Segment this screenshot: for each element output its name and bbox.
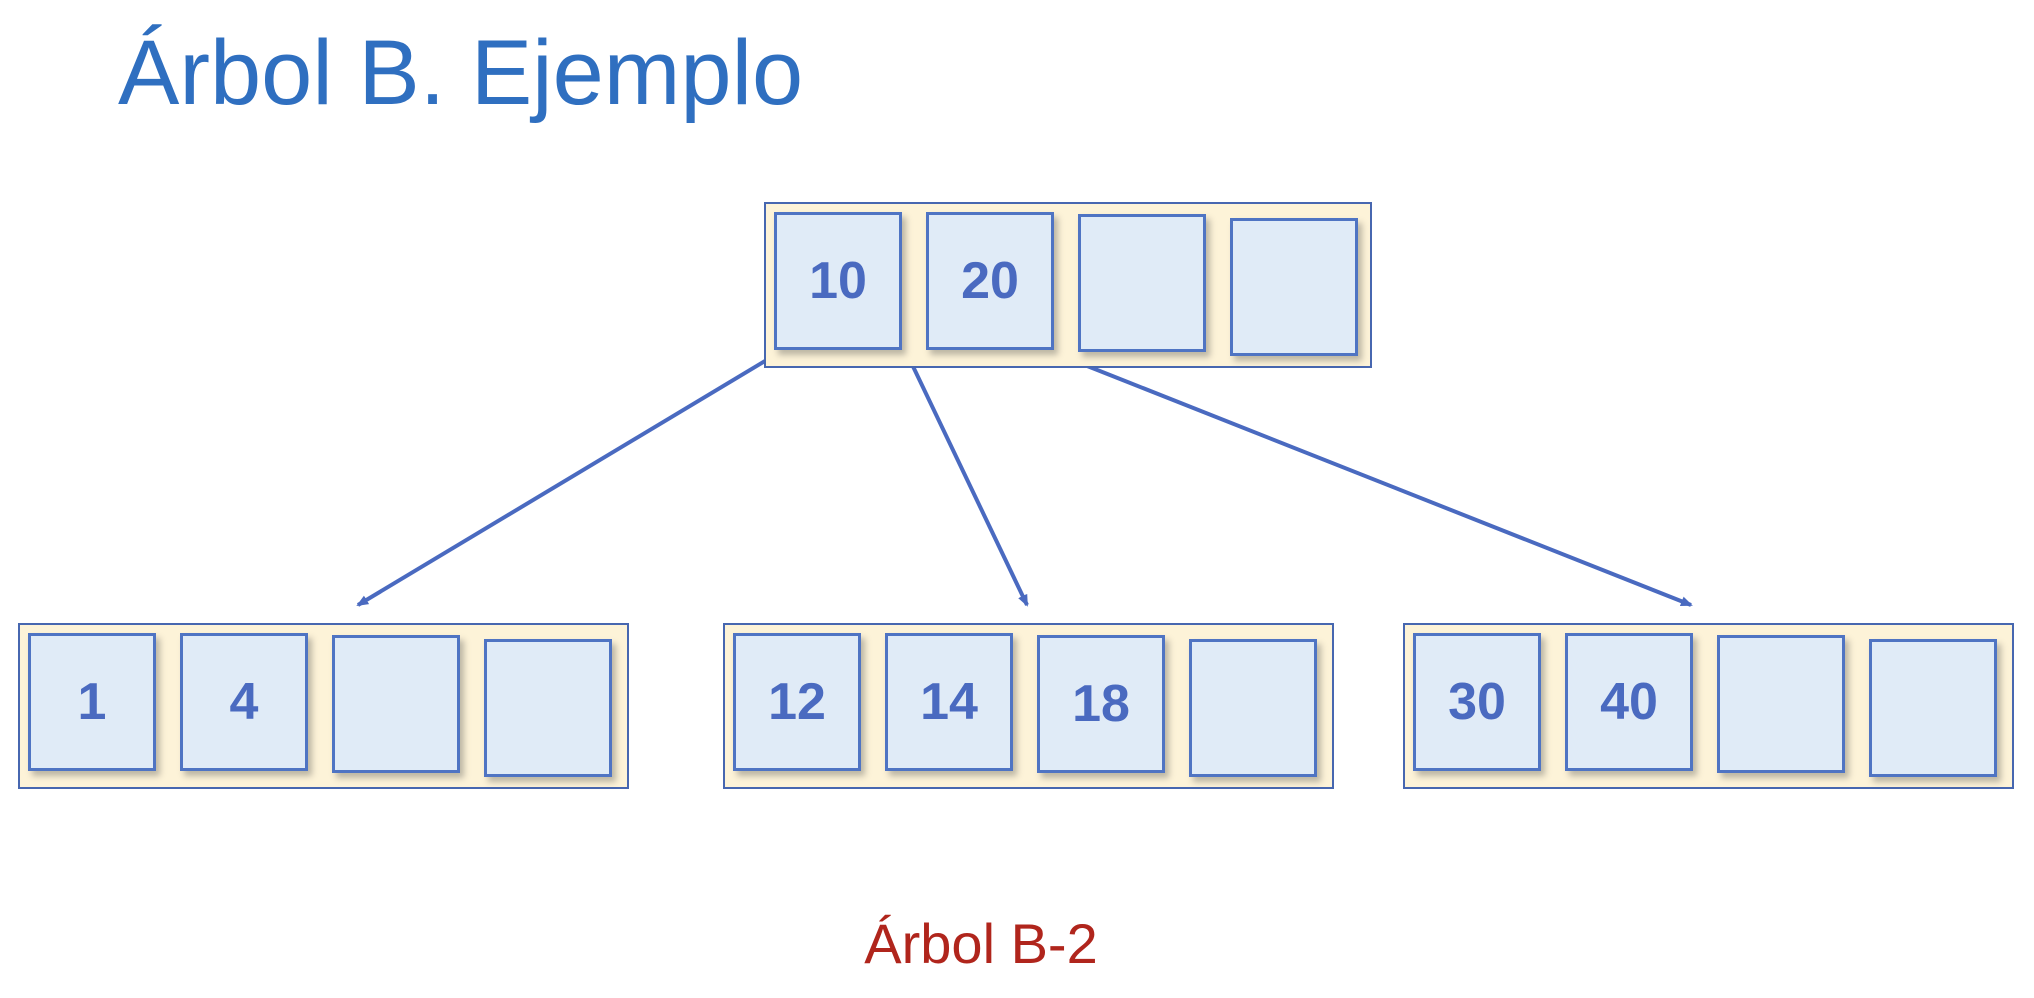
child-node-1: 1 4 — [18, 623, 629, 789]
child-3-key-3 — [1717, 635, 1845, 773]
child-2-key-4 — [1189, 639, 1317, 777]
child-1-key-3 — [332, 635, 460, 773]
root-node: 10 20 — [764, 202, 1372, 368]
child-3-key-1: 30 — [1413, 633, 1541, 771]
root-key-3 — [1078, 214, 1206, 352]
child-node-2: 12 14 18 — [723, 623, 1334, 789]
child-3-key-2: 40 — [1565, 633, 1693, 771]
child-1-key-1: 1 — [28, 633, 156, 771]
child-2-key-2: 14 — [885, 633, 1013, 771]
edge-root-to-child-2 — [907, 357, 1029, 607]
diagram-caption: Árbol B-2 — [864, 912, 1098, 975]
child-1-key-2: 4 — [180, 633, 308, 771]
root-key-4 — [1230, 218, 1358, 356]
child-1-key-4 — [484, 639, 612, 777]
root-key-1: 10 — [774, 212, 902, 350]
edge-root-to-child-1 — [356, 356, 772, 607]
edge-root-to-child-3 — [1066, 356, 1693, 607]
child-2-key-3: 18 — [1037, 635, 1165, 773]
root-key-2: 20 — [926, 212, 1054, 350]
child-2-key-1: 12 — [733, 633, 861, 771]
child-node-3: 30 40 — [1403, 623, 2014, 789]
page-title: Árbol B. Ejemplo — [118, 22, 804, 124]
child-3-key-4 — [1869, 639, 1997, 777]
